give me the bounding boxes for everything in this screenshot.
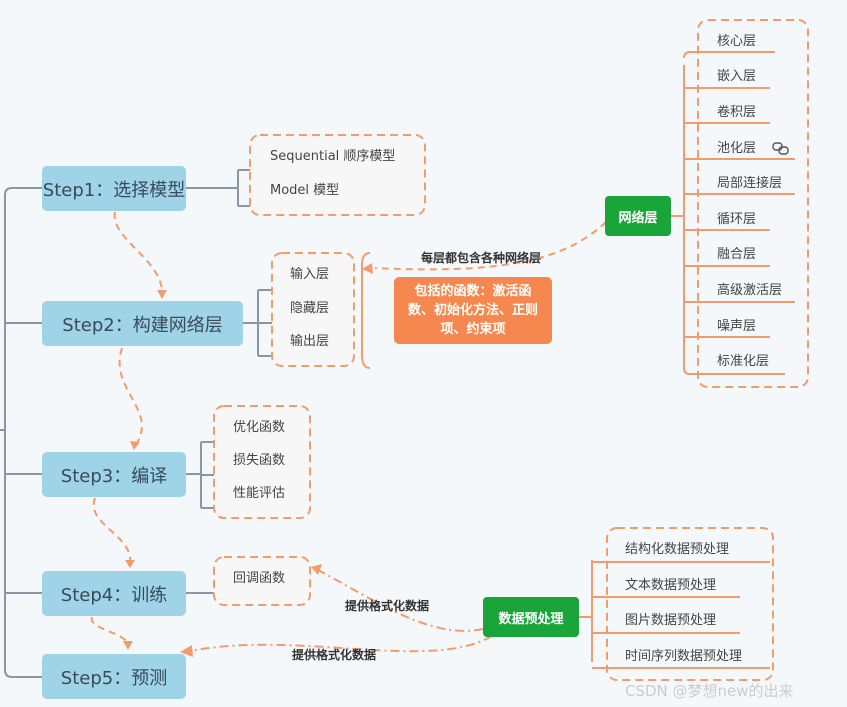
network-layer-item[interactable]: 融合层 (717, 247, 757, 262)
network-layer-item[interactable]: 核心层 (717, 34, 757, 49)
network-layer-item[interactable]: 标准化层 (717, 354, 770, 369)
watermark: CSDN @梦想new的出来 (625, 682, 794, 700)
step3-node[interactable]: Step3：编译 (42, 452, 186, 497)
function-note[interactable]: 包括的函数：激活函数、初始化方法、正则项、约束项 (394, 277, 552, 344)
network-layer-node[interactable]: 网络层 (605, 196, 671, 236)
model-type-item[interactable]: Model 模型 (270, 183, 340, 198)
compile-item[interactable]: 性能评估 (233, 486, 286, 501)
preprocess-item[interactable]: 结构化数据预处理 (625, 542, 730, 557)
step4-node[interactable]: Step4：训练 (42, 571, 186, 616)
model-type-item[interactable]: Sequential 顺序模型 (270, 149, 396, 164)
layer-part-item[interactable]: 输入层 (290, 267, 330, 282)
network-layer-item[interactable]: 池化层 (717, 141, 757, 156)
network-layer-item[interactable]: 卷积层 (717, 105, 757, 120)
network-layer-item[interactable]: 噪声层 (717, 319, 757, 334)
preprocess-node[interactable]: 数据预处理 (483, 597, 579, 637)
step1-node[interactable]: Step1：选择模型 (42, 166, 186, 211)
preprocess-item[interactable]: 文本数据预处理 (625, 578, 717, 593)
network-layer-item[interactable]: 嵌入层 (717, 69, 757, 84)
link-icon (772, 142, 789, 155)
step2-node[interactable]: Step2：构建网络层 (42, 301, 243, 346)
network-layer-item[interactable]: 高级激活层 (717, 283, 783, 298)
network-layer-item[interactable]: 循环层 (717, 212, 757, 227)
edge-label-each-layer: 每层都包含各种网络层 (421, 251, 542, 265)
compile-item[interactable]: 损失函数 (233, 453, 286, 468)
step5-node[interactable]: Step5：预测 (42, 654, 186, 699)
preprocess-item[interactable]: 图片数据预处理 (625, 613, 717, 628)
layer-part-item[interactable]: 输出层 (290, 334, 330, 349)
edge-label-predict: 提供格式化数据 (292, 648, 377, 662)
compile-item[interactable]: 优化函数 (233, 420, 286, 435)
layer-part-item[interactable]: 隐藏层 (290, 301, 330, 316)
train-item[interactable]: 回调函数 (233, 571, 286, 586)
network-layer-item[interactable]: 局部连接层 (717, 176, 783, 191)
preprocess-item[interactable]: 时间序列数据预处理 (625, 649, 743, 664)
edge-label-train: 提供格式化数据 (345, 599, 430, 613)
